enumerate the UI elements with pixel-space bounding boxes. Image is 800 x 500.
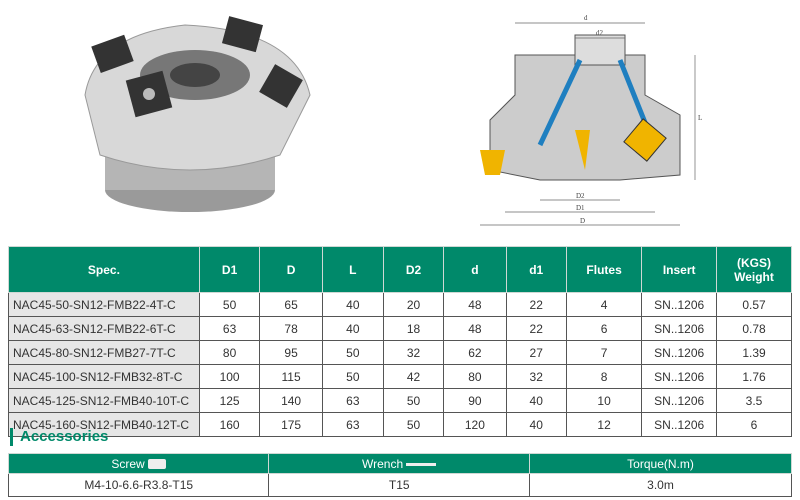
torque-header: Torque(N.m) <box>529 453 792 474</box>
value-cell: 48 <box>443 292 507 317</box>
dim-D1: D1 <box>576 204 585 212</box>
value-cell: 6 <box>715 412 793 437</box>
value-cell: 50 <box>198 292 261 317</box>
accessories-title: Accessories <box>10 428 108 446</box>
screw-header: Screw <box>7 453 270 474</box>
value-cell: 50 <box>321 340 384 365</box>
value-cell: 120 <box>443 412 507 437</box>
cross-section-diagram: d d2 D2 D1 D L <box>480 14 702 226</box>
value-cell: 3.5 <box>715 388 793 413</box>
value-cell: 12 <box>565 412 643 437</box>
value-cell: 40 <box>321 316 384 341</box>
value-cell: 63 <box>321 388 384 413</box>
value-cell: 40 <box>505 412 567 437</box>
value-cell: 160 <box>198 412 261 437</box>
value-cell: 10 <box>565 388 643 413</box>
screw-value: M4-10-6.6-R3.8-T15 <box>7 473 270 497</box>
column-header: D1 <box>198 246 261 293</box>
value-cell: SN..1206 <box>641 388 717 413</box>
value-cell: SN..1206 <box>641 340 717 365</box>
value-cell: 6 <box>565 316 643 341</box>
column-header: D2 <box>382 246 445 293</box>
value-cell: 32 <box>382 340 445 365</box>
value-cell: SN..1206 <box>641 364 717 389</box>
value-cell: 4 <box>565 292 643 317</box>
column-header: L <box>321 246 384 293</box>
torque-value: 3.0m <box>529 473 792 497</box>
dim-D2: D2 <box>576 192 585 200</box>
column-header: D <box>259 246 323 293</box>
spec-cell: NAC45-63-SN12-FMB22-6T-C <box>8 316 200 341</box>
dim-D: D <box>580 217 585 225</box>
value-cell: 125 <box>198 388 261 413</box>
value-cell: 42 <box>382 364 445 389</box>
value-cell: 50 <box>382 412 445 437</box>
value-cell: 48 <box>443 316 507 341</box>
column-header: d1 <box>505 246 567 293</box>
value-cell: 22 <box>505 316 567 341</box>
wrench-icon <box>406 462 437 466</box>
column-header: Spec. <box>8 246 200 293</box>
value-cell: 62 <box>443 340 507 365</box>
value-cell: 32 <box>505 364 567 389</box>
value-cell: 22 <box>505 292 567 317</box>
column-header: Flutes <box>565 246 643 293</box>
column-header: d <box>443 246 507 293</box>
value-cell: 1.76 <box>715 364 793 389</box>
spec-cell: NAC45-160-SN12-FMB40-12T-C <box>8 412 200 437</box>
value-cell: SN..1206 <box>641 412 717 437</box>
accessories-table: Screw Wrench Torque(N.m) M4-10-6.6-R3.8-… <box>7 453 792 497</box>
column-header: (KGS) Weight <box>715 246 793 293</box>
value-cell: 63 <box>198 316 261 341</box>
value-cell: 20 <box>382 292 445 317</box>
face-mill-product-image <box>84 16 311 212</box>
wrench-value: T15 <box>268 473 531 497</box>
value-cell: 0.78 <box>715 316 793 341</box>
value-cell: 50 <box>321 364 384 389</box>
value-cell: 80 <box>198 340 261 365</box>
spec-cell: NAC45-100-SN12-FMB32-8T-C <box>8 364 200 389</box>
column-header: Insert <box>641 246 717 293</box>
value-cell: 140 <box>259 388 323 413</box>
value-cell: 50 <box>382 388 445 413</box>
value-cell: 95 <box>259 340 323 365</box>
value-cell: 90 <box>443 388 507 413</box>
dim-d2: d2 <box>596 29 604 37</box>
value-cell: 115 <box>259 364 323 389</box>
value-cell: 7 <box>565 340 643 365</box>
value-cell: 40 <box>505 388 567 413</box>
value-cell: 80 <box>443 364 507 389</box>
value-cell: 78 <box>259 316 323 341</box>
value-cell: 8 <box>565 364 643 389</box>
spec-cell: NAC45-125-SN12-FMB40-10T-C <box>8 388 200 413</box>
value-cell: 63 <box>321 412 384 437</box>
spec-cell: NAC45-80-SN12-FMB27-7T-C <box>8 340 200 365</box>
value-cell: SN..1206 <box>641 316 717 341</box>
dim-L: L <box>698 114 702 122</box>
dim-d: d <box>584 14 588 22</box>
value-cell: 0.57 <box>715 292 793 317</box>
value-cell: 18 <box>382 316 445 341</box>
value-cell: 65 <box>259 292 323 317</box>
value-cell: 27 <box>505 340 567 365</box>
wrench-header: Wrench <box>268 453 531 474</box>
value-cell: 1.39 <box>715 340 793 365</box>
spec-cell: NAC45-50-SN12-FMB22-4T-C <box>8 292 200 317</box>
value-cell: 100 <box>198 364 261 389</box>
screw-icon <box>148 459 167 470</box>
value-cell: SN..1206 <box>641 292 717 317</box>
value-cell: 40 <box>321 292 384 317</box>
value-cell: 175 <box>259 412 323 437</box>
